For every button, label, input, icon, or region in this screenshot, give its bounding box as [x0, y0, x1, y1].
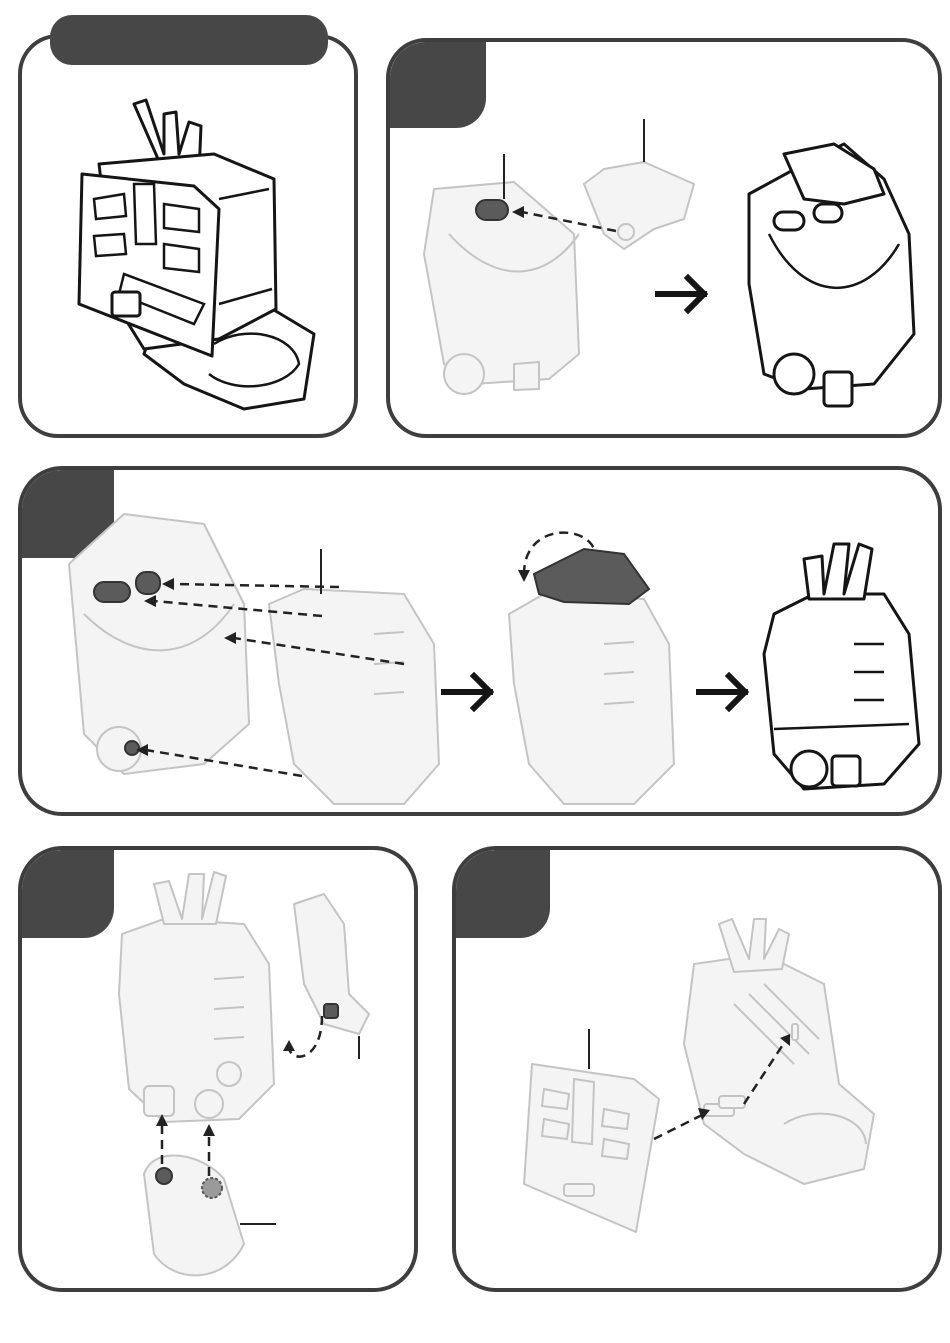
- title-banner: [50, 15, 328, 65]
- panel-step-attach-chest: [18, 466, 942, 816]
- right-arrow-icon: [658, 278, 704, 310]
- panel-step-attach-neck: [386, 38, 942, 438]
- panel-step-attach-legs-arm: [18, 846, 418, 1292]
- right-arrow-icon: [699, 676, 745, 708]
- panel-assembled-view: [18, 34, 358, 438]
- step-attach-neck-illustration: [390, 42, 942, 438]
- assembled-model-illustration: [22, 38, 358, 438]
- right-arrow-icon: [444, 676, 490, 708]
- step-attach-legs-arm-illustration: [22, 850, 418, 1292]
- step-attach-shield-illustration: [456, 850, 942, 1292]
- step-attach-chest-illustration: [22, 470, 942, 816]
- panel-step-attach-shield: [452, 846, 942, 1292]
